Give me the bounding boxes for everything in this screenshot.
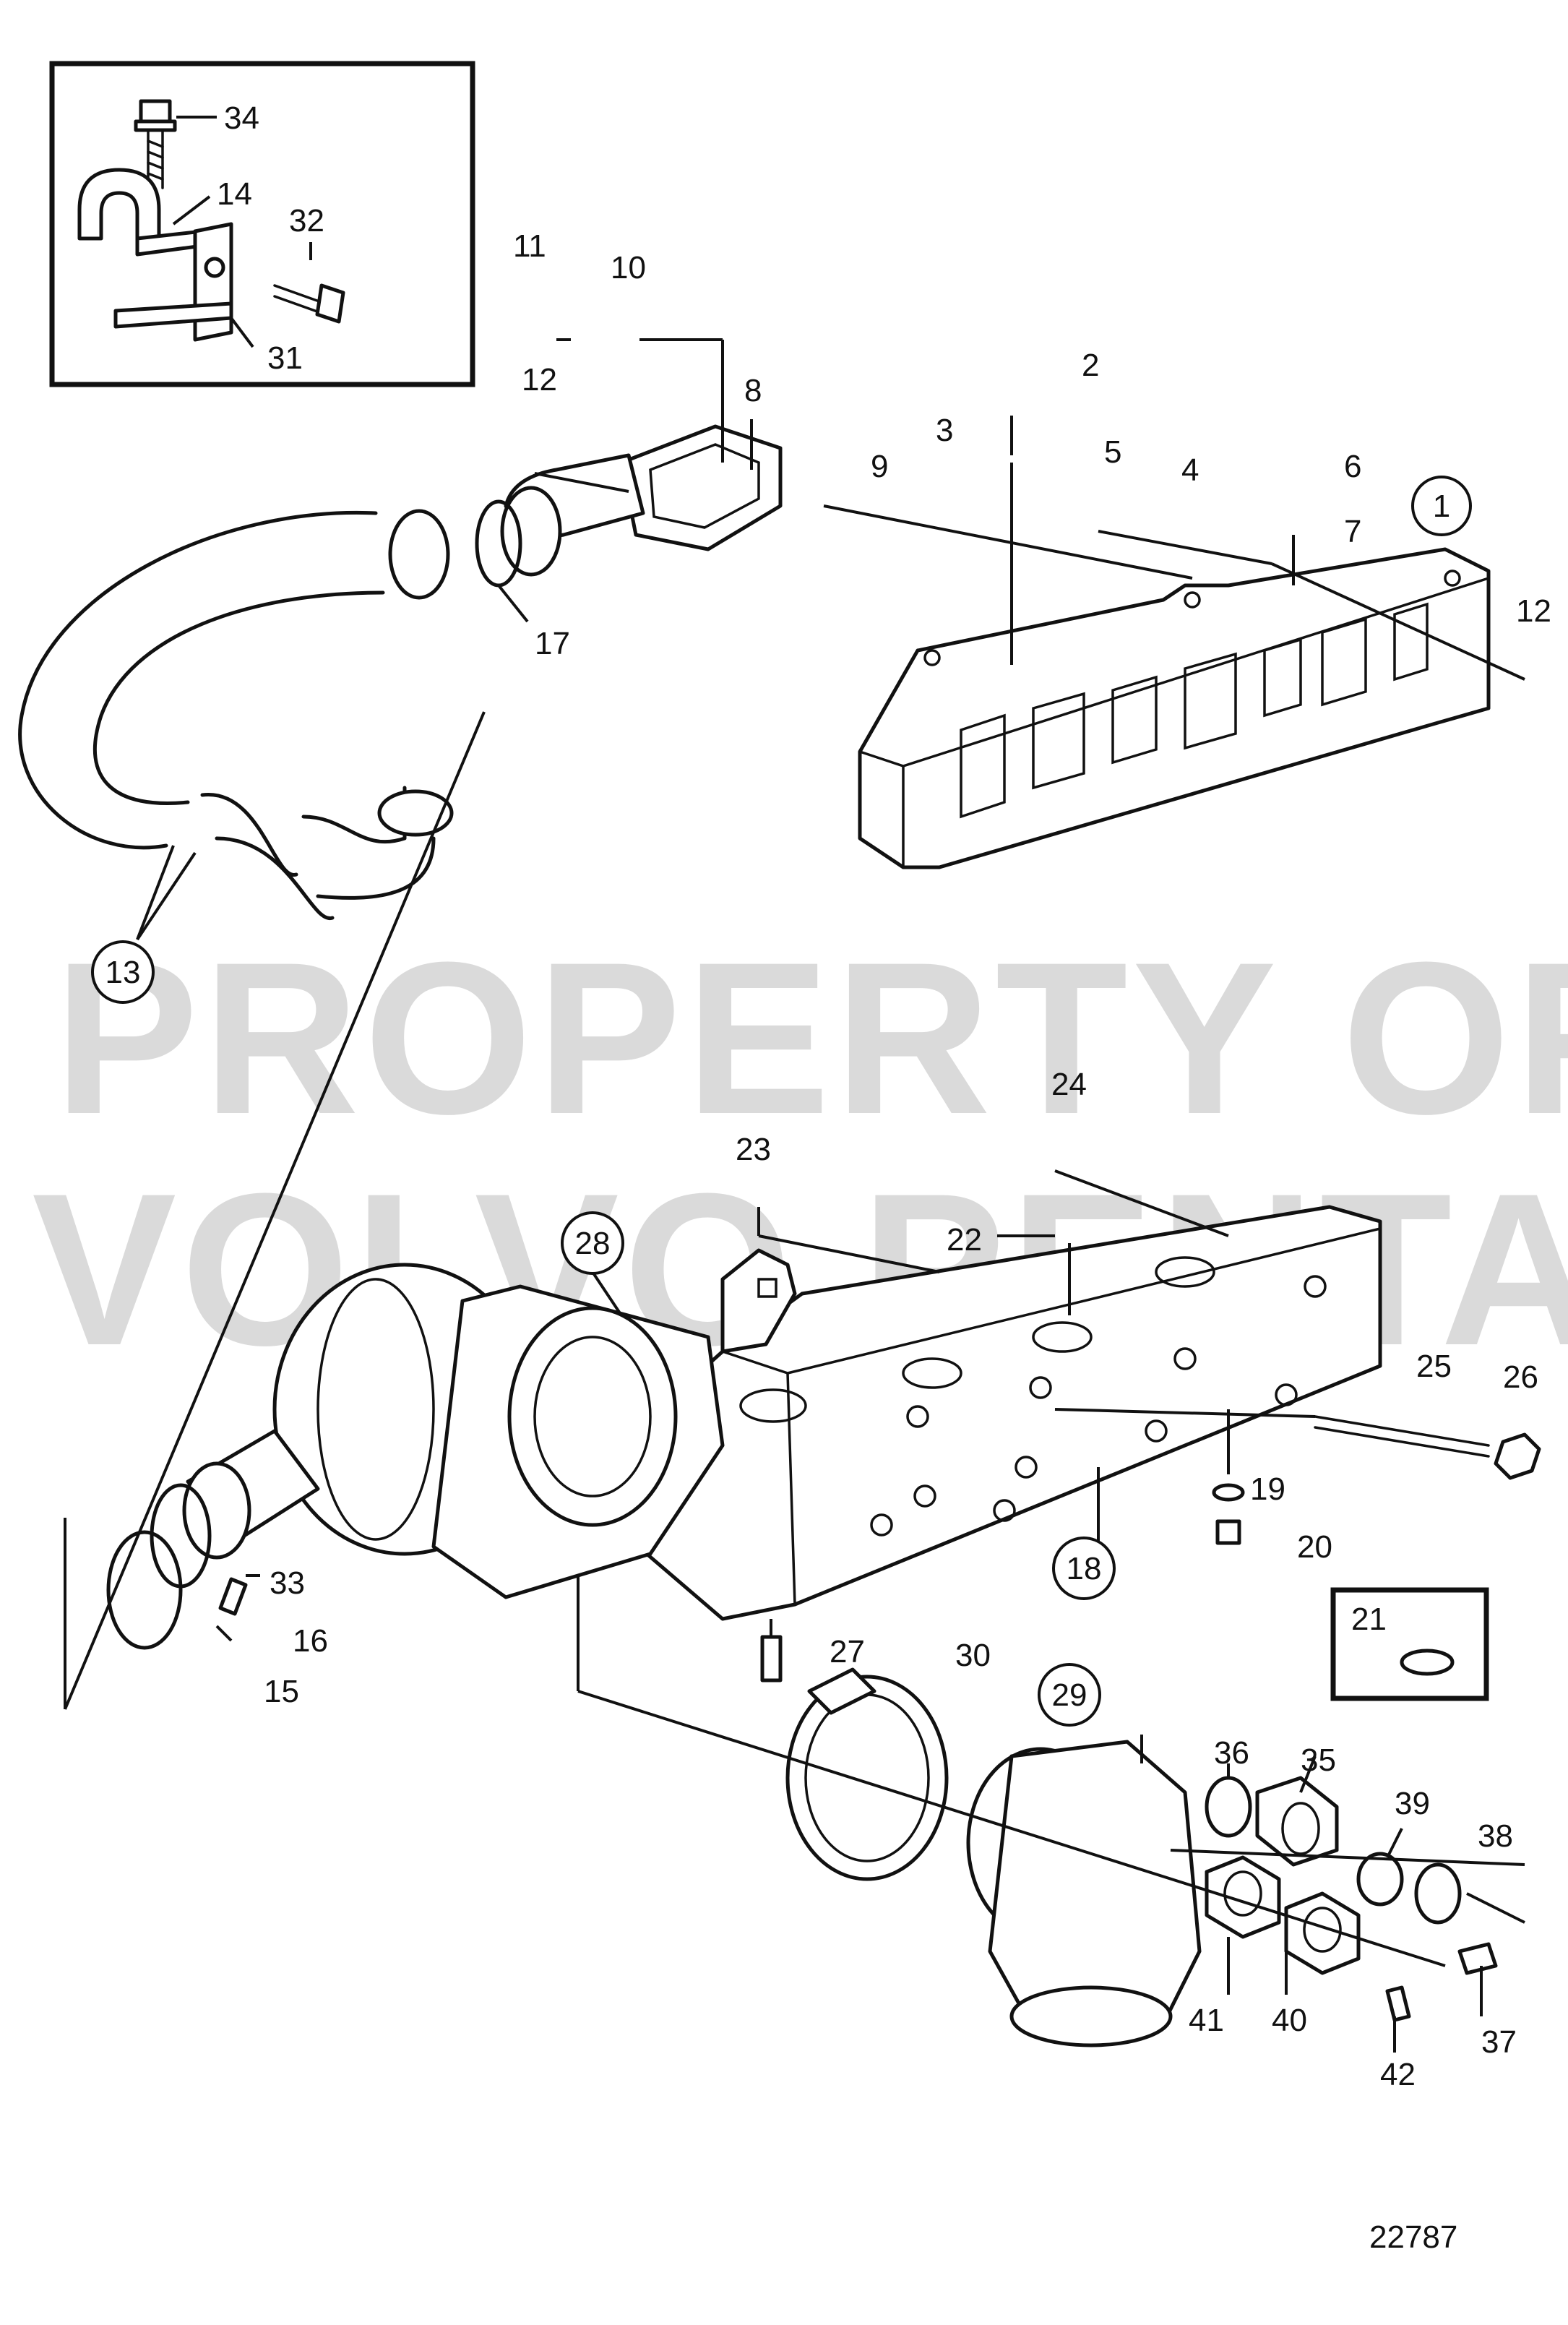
- callout-19: 19: [1250, 1471, 1285, 1507]
- inset-washer-21: [1330, 1587, 1489, 1701]
- callout-36: 36: [1214, 1735, 1249, 1771]
- leader-lines: [136, 338, 1525, 2053]
- callout-34: 34: [224, 100, 259, 136]
- bracket-31-drawing: [113, 222, 233, 342]
- callout-28: 28: [575, 1226, 611, 1261]
- clamp-15-drawing: [106, 1530, 183, 1650]
- callout-4: 4: [1181, 452, 1199, 488]
- callout-14: 14: [217, 176, 252, 212]
- callout-26: 26: [1503, 1359, 1538, 1395]
- exhaust-elbow-29-drawing: [966, 1740, 1202, 2047]
- callout-31: 31: [267, 340, 303, 376]
- intake-manifold-drawing: [858, 547, 1491, 869]
- hose-13-drawing: [18, 509, 454, 920]
- stud-25-drawing: [1314, 1415, 1490, 1458]
- callout-3: 3: [936, 413, 953, 448]
- exhaust-manifold-drawing: [619, 1205, 1382, 1621]
- callout-20: 20: [1297, 1529, 1332, 1565]
- callout-41: 41: [1189, 2003, 1224, 2038]
- callout-11: 11: [513, 228, 546, 264]
- callout-15: 15: [264, 1674, 299, 1709]
- inset-clamp-detail: [49, 61, 475, 387]
- callout-32: 32: [289, 203, 324, 238]
- callout-9: 9: [871, 449, 888, 484]
- callout-22: 22: [947, 1222, 982, 1258]
- callout-1: 1: [1433, 489, 1450, 524]
- callout-10: 10: [611, 250, 646, 285]
- washer-19-drawing: [1212, 1483, 1245, 1502]
- v-clamp-30-drawing: [785, 1667, 949, 1881]
- callout-30: 30: [955, 1638, 991, 1673]
- document-number: 22787: [1369, 2219, 1457, 2255]
- nut-26-drawing: [1494, 1432, 1541, 1480]
- callout-5: 5: [1104, 434, 1121, 470]
- callout-27: 27: [830, 1634, 865, 1669]
- callout-21: 21: [1351, 1602, 1387, 1637]
- callout-2: 2: [1082, 348, 1099, 383]
- callout-16: 16: [293, 1623, 328, 1659]
- turbocharger-drawing: [182, 1263, 725, 1599]
- callout-13: 13: [105, 955, 141, 990]
- callout-35: 35: [1301, 1742, 1336, 1778]
- nipple-27-drawing: [760, 1635, 783, 1682]
- callout-6: 6: [1344, 449, 1361, 484]
- callout-12-right: 12: [1516, 593, 1551, 629]
- callout-39: 39: [1395, 1786, 1430, 1821]
- callout-24: 24: [1051, 1067, 1087, 1102]
- fittings-drawing: [1205, 1776, 1498, 2022]
- callout-labels: 1 13 18 28 29 2 3 4 5 6 7 8 9 10 11 12 1…: [91, 100, 1551, 2092]
- callout-29: 29: [1052, 1677, 1087, 1713]
- callout-12-left: 12: [522, 362, 557, 397]
- callout-23: 23: [736, 1132, 771, 1167]
- callout-18: 18: [1067, 1551, 1102, 1586]
- callout-38: 38: [1478, 1818, 1513, 1854]
- bolt-32-drawing: [273, 283, 345, 324]
- callout-17: 17: [535, 626, 570, 661]
- callout-8: 8: [744, 373, 762, 408]
- flange-8-drawing: [500, 424, 783, 577]
- callout-25: 25: [1416, 1349, 1452, 1384]
- bolt-34-drawing: [134, 99, 177, 189]
- callout-40: 40: [1272, 2003, 1307, 2038]
- callout-37: 37: [1481, 2024, 1517, 2060]
- callout-7: 7: [1344, 514, 1361, 549]
- bolt-16-drawing: [218, 1577, 248, 1616]
- clamp-14-drawing: [77, 168, 204, 257]
- callout-42: 42: [1380, 2057, 1416, 2092]
- assembly-outline: [64, 711, 486, 1710]
- plug-20-drawing: [1215, 1519, 1241, 1545]
- watermark-line-1: PROPERTY OF: [54, 916, 1568, 1159]
- callout-33: 33: [270, 1565, 305, 1601]
